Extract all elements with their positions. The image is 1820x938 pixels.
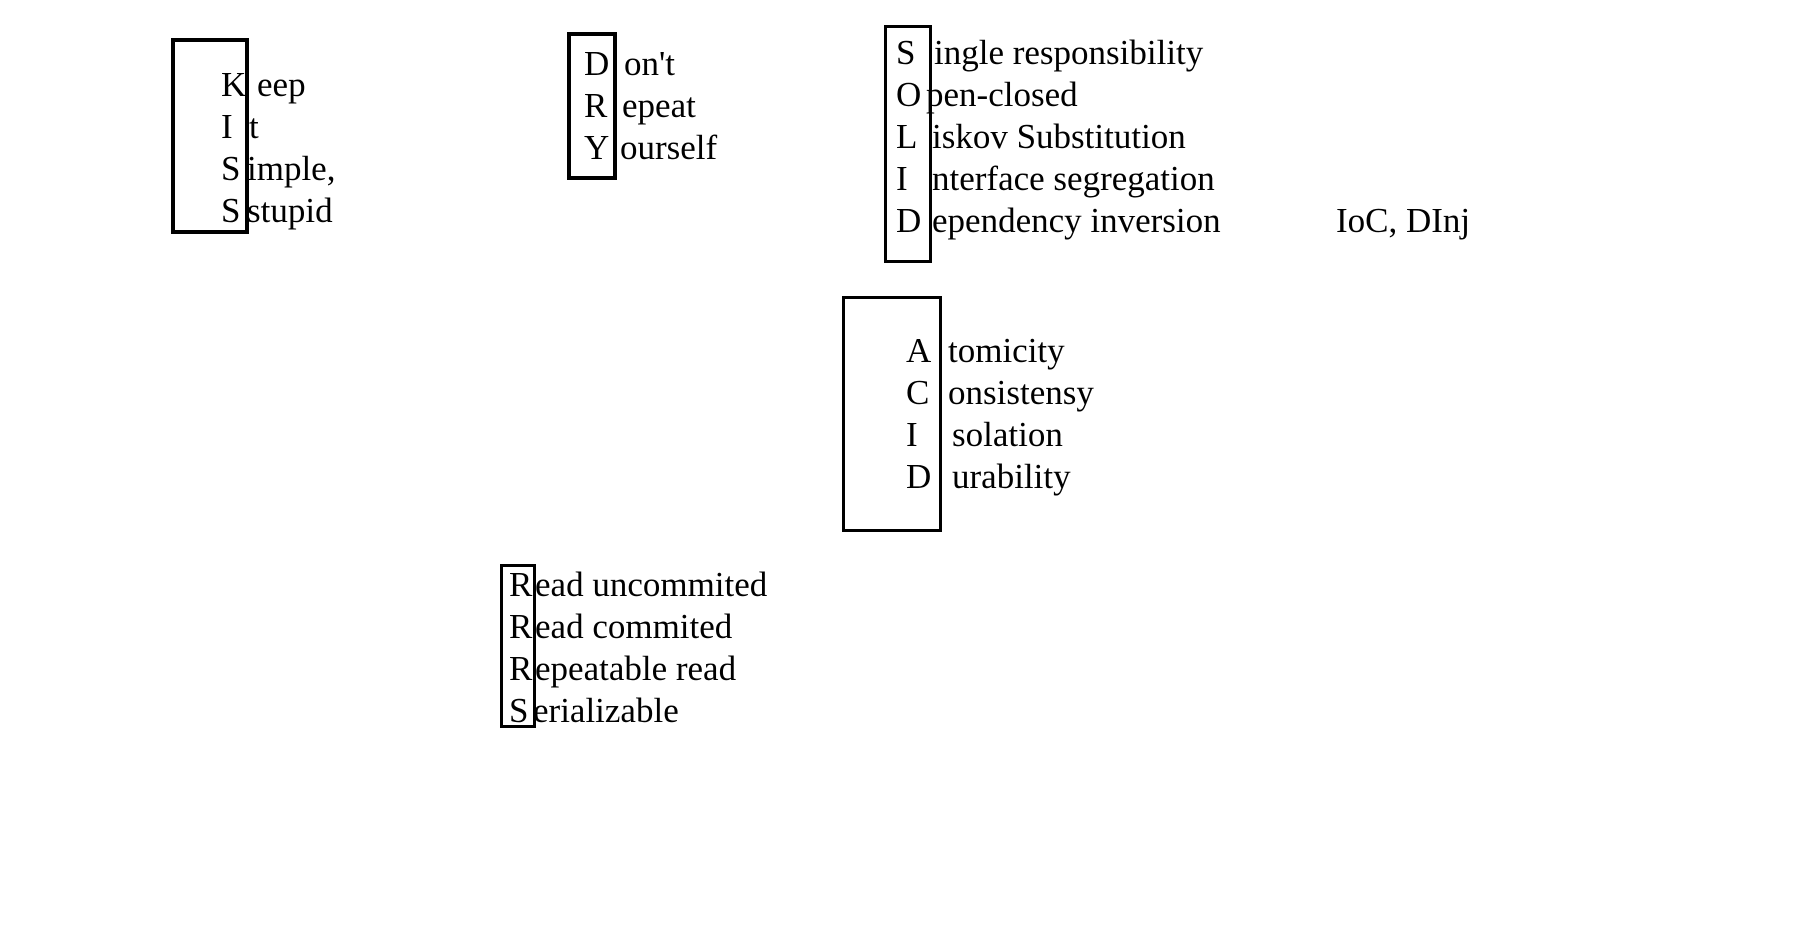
isolation-word: ead commited <box>535 607 733 646</box>
kiss-letter: S <box>221 149 241 188</box>
isolation-letters-box <box>500 564 536 728</box>
solid-letter: D <box>896 201 922 240</box>
solid-letter: O <box>896 75 922 114</box>
solid-word: nterface segregation <box>932 159 1215 198</box>
kiss-letter: I <box>221 107 233 146</box>
acid-letter: D <box>906 457 932 496</box>
acid-word: solation <box>952 415 1063 454</box>
acid-letter: C <box>906 373 930 412</box>
kiss-letters-box <box>171 38 249 234</box>
acid-word: tomicity <box>948 331 1065 370</box>
kiss-word: stupid <box>247 191 333 230</box>
isolation-word: ead uncommited <box>535 565 768 604</box>
dry-letter: D <box>584 44 610 83</box>
acid-letter: A <box>906 331 932 370</box>
solid-letters-box <box>884 25 932 263</box>
kiss-word: eep <box>257 65 306 104</box>
dry-letters-box <box>567 32 617 180</box>
isolation-word: erializable <box>533 691 679 730</box>
acid-letter: I <box>906 415 918 454</box>
solid-letter: L <box>896 117 918 156</box>
kiss-letter: S <box>221 191 241 230</box>
solid-word: ependency inversion <box>932 201 1221 240</box>
dry-word: ourself <box>620 128 718 167</box>
kiss-word: t <box>249 107 259 146</box>
dry-word: on't <box>624 44 676 83</box>
solid-letter: I <box>896 159 908 198</box>
solid-word: ingle responsibility <box>934 33 1204 72</box>
dry-word: epeat <box>622 86 696 125</box>
isolation-letter: R <box>509 649 533 688</box>
isolation-letter: R <box>509 565 533 604</box>
isolation-letter: S <box>509 691 529 730</box>
isolation-word: epeatable read <box>535 649 737 688</box>
acid-letters-box <box>842 296 942 532</box>
kiss-letter: K <box>221 65 247 104</box>
acid-word: onsistensy <box>948 373 1094 412</box>
dry-letter: Y <box>584 128 610 167</box>
solid-side-note: IoC, DInj <box>1336 201 1471 240</box>
isolation-letter: R <box>509 607 533 646</box>
dry-letter: R <box>584 86 608 125</box>
solid-letter: S <box>896 33 916 72</box>
kiss-word: imple, <box>247 149 336 188</box>
solid-word: pen-closed <box>926 75 1078 114</box>
solid-word: iskov Substitution <box>932 117 1186 156</box>
acid-word: urability <box>952 457 1071 496</box>
